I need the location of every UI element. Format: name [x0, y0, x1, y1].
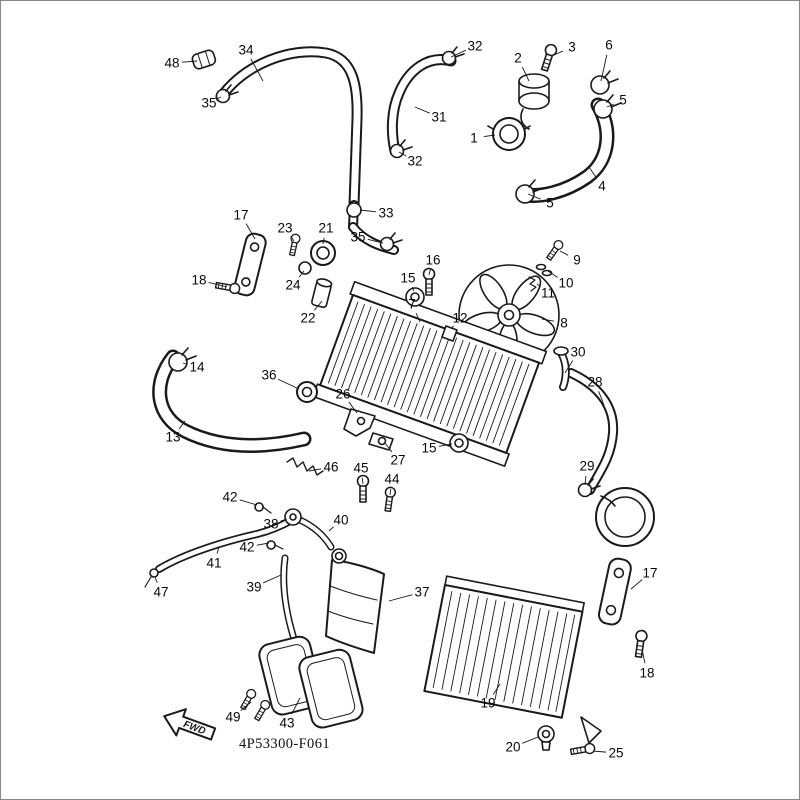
callout-33: 33: [378, 205, 394, 221]
callout-12: 12: [452, 310, 468, 326]
callout-16: 16: [425, 252, 441, 268]
callout-27: 27: [390, 452, 406, 468]
callout-31: 31: [431, 109, 447, 125]
bolt-25: [569, 742, 597, 758]
bolt-49-a: [238, 687, 258, 712]
callout-19: 19: [480, 695, 496, 711]
callout-15: 15: [421, 440, 437, 456]
hose-4: [526, 105, 607, 195]
callout-36: 36: [261, 367, 277, 383]
hose-39: [284, 558, 295, 642]
pipe-30: [553, 346, 568, 387]
callout-11: 11: [540, 285, 556, 301]
callout-43: 43: [279, 715, 295, 731]
callout-37: 37: [414, 584, 430, 600]
callout-20: 20: [505, 739, 521, 755]
radiator-grille: [423, 575, 585, 719]
bolt-18-right: [632, 629, 649, 659]
callout-9: 9: [573, 252, 581, 268]
joint-33: [346, 202, 362, 218]
callout-24: 24: [285, 277, 301, 293]
stay-27: [368, 432, 394, 451]
callout-38: 38: [263, 516, 279, 532]
callout-32: 32: [407, 153, 423, 169]
bracket-right: [597, 557, 632, 626]
thermostat-housing: [518, 73, 550, 130]
callout-35: 35: [350, 229, 366, 245]
callout-15: 15: [400, 270, 416, 286]
callout-2: 2: [514, 50, 522, 66]
callout-25: 25: [608, 745, 624, 761]
pipe-40: [300, 520, 331, 547]
callout-34: 34: [238, 42, 254, 58]
bolt-3: [538, 42, 559, 73]
hose-34: [221, 52, 357, 205]
callout-7: 7: [408, 296, 416, 312]
callout-41: 41: [206, 555, 222, 571]
callout-18: 18: [191, 272, 207, 288]
spring-46: [286, 457, 324, 476]
callout-49: 49: [225, 709, 241, 725]
ring-36: [296, 381, 318, 403]
callout-5: 5: [546, 195, 554, 211]
callout-3: 3: [568, 39, 576, 55]
grommet-15-bottom: [449, 433, 469, 453]
cable-end-47: [144, 568, 159, 588]
fwd-arrow: FWD: [163, 708, 217, 741]
callout-14: 14: [189, 359, 205, 375]
cover-inner: [298, 648, 364, 729]
callout-22: 22: [300, 310, 316, 326]
radiator-cap: [487, 117, 531, 151]
hose-31: [392, 60, 451, 151]
callout-6: 6: [605, 37, 613, 53]
callout-42: 42: [222, 489, 238, 505]
callout-47: 47: [153, 584, 169, 600]
bolt-49-b: [252, 698, 272, 723]
reservoir-tank: [325, 548, 385, 654]
bracket-left: [233, 232, 267, 297]
clip-42-b: [266, 540, 284, 550]
callout-32: 32: [467, 38, 483, 54]
callout-5: 5: [619, 92, 627, 108]
callout-10: 10: [558, 275, 574, 291]
callout-21: 21: [318, 220, 334, 236]
clamp-6: [590, 70, 619, 95]
callout-28: 28: [587, 374, 603, 390]
bolt-45: [356, 474, 370, 503]
callout-23: 23: [277, 220, 293, 236]
callout-46: 46: [323, 459, 339, 475]
clamp-32-a: [441, 46, 465, 66]
clamp-35-b: [379, 232, 403, 252]
callout-4: 4: [598, 178, 606, 194]
fitting-38: [284, 508, 302, 526]
callout-48: 48: [164, 55, 180, 71]
callout-44: 44: [384, 471, 400, 487]
callout-45: 45: [353, 460, 369, 476]
overflow-canister: [595, 487, 655, 547]
bolt-16: [422, 267, 436, 296]
clip-48: [191, 49, 217, 70]
damper-20: [537, 725, 555, 751]
filler-neck-group: [287, 232, 336, 309]
callout-42: 42: [239, 539, 255, 555]
callout-40: 40: [333, 512, 349, 528]
callout-26: 26: [335, 386, 351, 402]
callout-17: 17: [642, 565, 658, 581]
callout-29: 29: [579, 458, 595, 474]
callout-18: 18: [639, 665, 655, 681]
grille-foot: [580, 716, 602, 744]
callout-13: 13: [165, 429, 181, 445]
stay-26: [343, 408, 376, 437]
bolt-44: [382, 486, 397, 513]
part-code: 4P53300-F061: [239, 736, 331, 752]
callout-8: 8: [560, 315, 568, 331]
callout-35: 35: [201, 95, 217, 111]
callout-17: 17: [233, 207, 249, 223]
clip-42-a: [254, 502, 272, 514]
callout-1: 1: [470, 130, 478, 146]
callout-30: 30: [570, 344, 586, 360]
callout-39: 39: [246, 579, 262, 595]
